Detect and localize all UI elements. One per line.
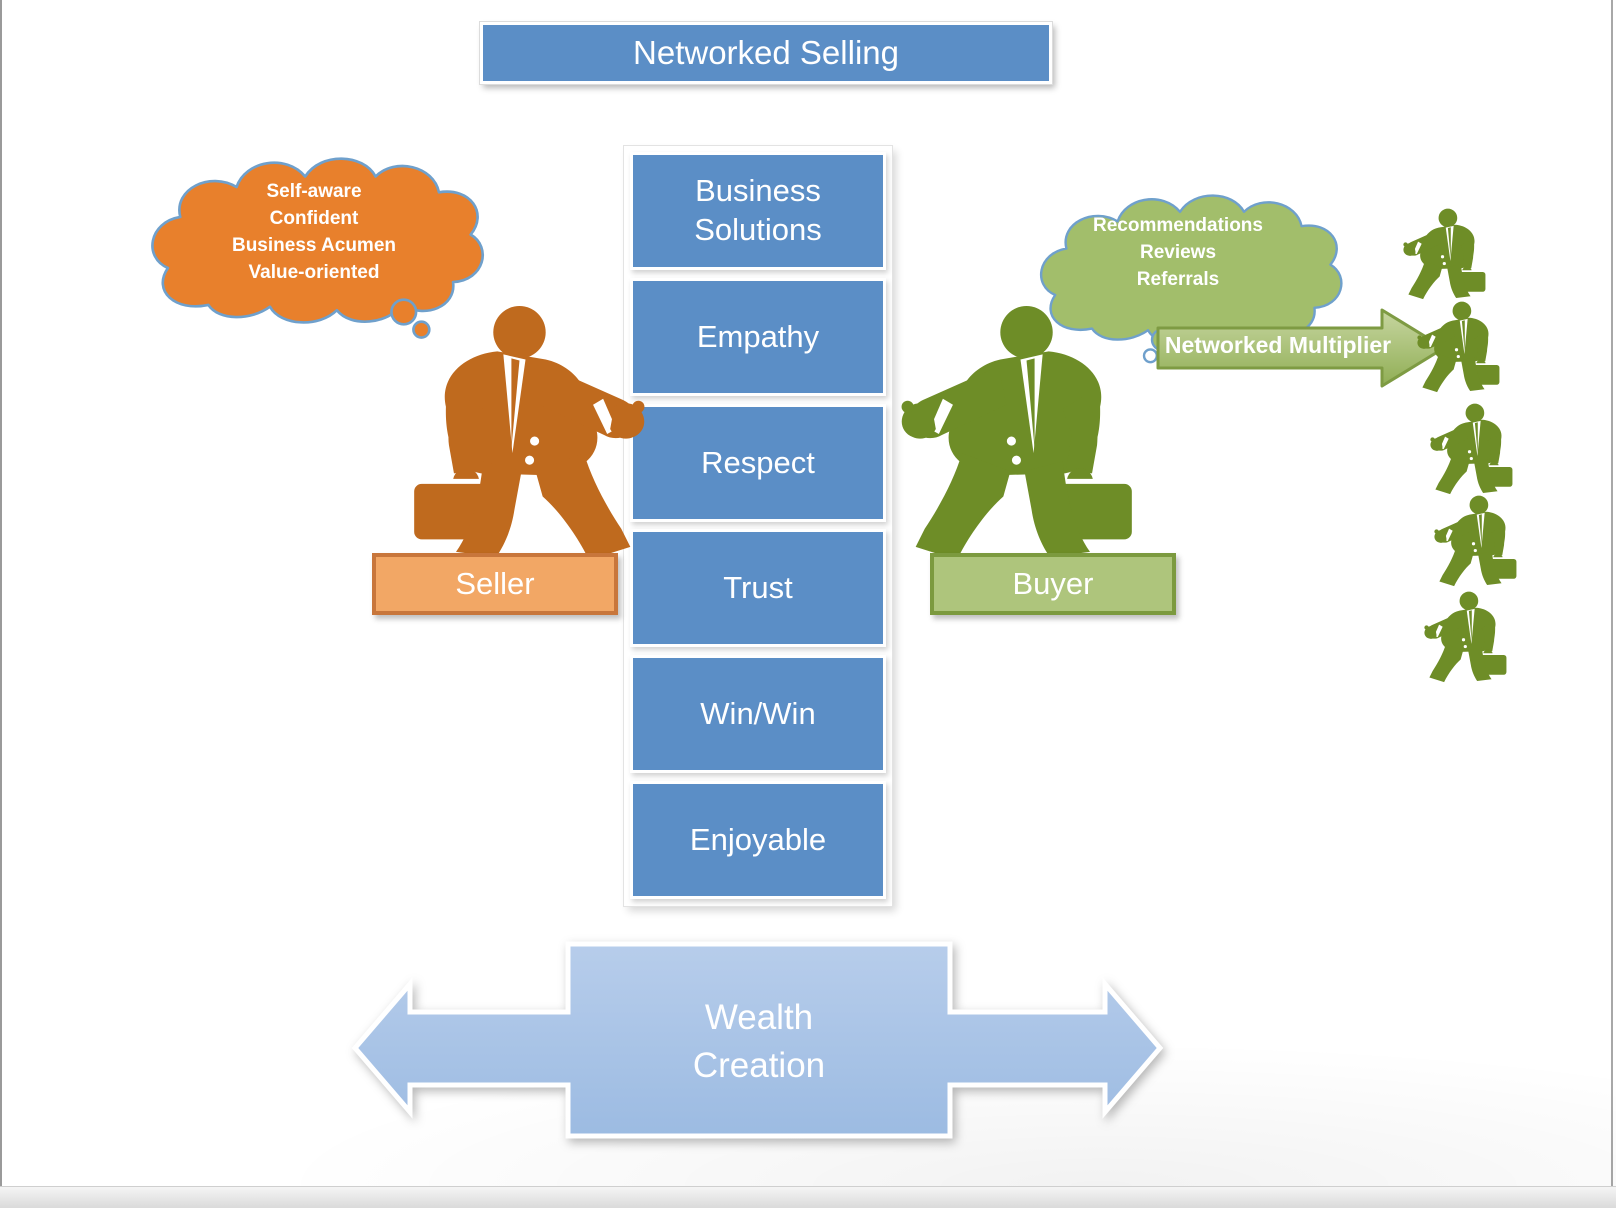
wealth-creation-arrow-icon — [351, 941, 1164, 1139]
buyer-thought-line: Reviews — [1139, 242, 1217, 263]
pillar-respect: Respect — [630, 404, 886, 522]
seller-thought-line: Business Acumen — [231, 235, 396, 256]
pillar-trust: Trust — [630, 529, 886, 647]
network-contact-icon — [1434, 494, 1522, 587]
network-contact-icon — [1430, 402, 1518, 495]
network-contact-icon — [1417, 300, 1505, 393]
networked-multiplier-label: Networked Multiplier — [1164, 332, 1392, 358]
pillar-column-frame — [624, 146, 892, 906]
buyer-label: Buyer — [930, 553, 1176, 615]
pillar-empathy: Empathy — [630, 278, 886, 396]
seller-thought-line: Value-oriented — [248, 262, 380, 283]
wealth-creation-label: Wealth Creation — [568, 994, 950, 1090]
buyer-businessman-icon — [900, 302, 1148, 562]
diagram-title: Networked Selling — [480, 22, 1052, 84]
network-contact-icon — [1424, 590, 1512, 683]
seller-thought-line: Self-aware — [266, 181, 362, 202]
page-edge-right — [1611, 0, 1613, 1208]
seller-businessman-icon — [398, 302, 646, 562]
wealth-creation-line: Wealth — [704, 998, 814, 1037]
page-edge-left — [0, 0, 2, 1208]
buyer-thoughts: Recommendations Reviews Referrals — [1058, 212, 1298, 293]
page-bottom-edge — [0, 1186, 1616, 1208]
pillar-enjoyable: Enjoyable — [630, 781, 886, 899]
seller-thought-cloud-icon — [151, 157, 485, 339]
seller-thoughts: Self-aware Confident Business Acumen Val… — [178, 178, 450, 286]
seller-thought-line: Confident — [269, 208, 359, 229]
seller-label: Seller — [372, 553, 618, 615]
buyer-thought-line: Referrals — [1136, 269, 1220, 290]
wealth-creation-line: Creation — [692, 1046, 826, 1085]
pillar-win-win: Win/Win — [630, 655, 886, 773]
networked-multiplier-arrow-icon — [1156, 308, 1446, 388]
network-contact-icon — [1403, 207, 1491, 300]
pillar-business-solutions: Business Solutions — [630, 152, 886, 270]
buyer-thought-line: Recommendations — [1093, 215, 1263, 236]
